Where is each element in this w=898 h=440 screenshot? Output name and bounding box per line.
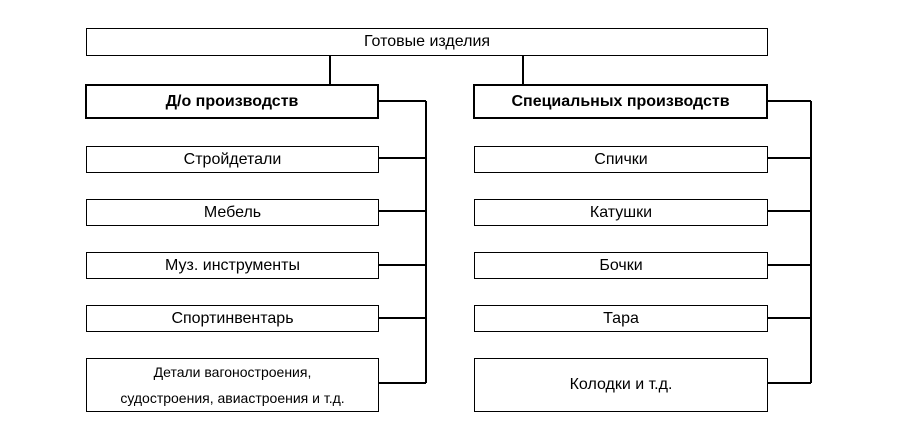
right-item-node: Бочки [474,252,768,279]
left-item-label: Мебель [203,203,262,221]
right-item-label: Тара [603,309,639,327]
right-item-label: Катушки [589,203,653,221]
right-item-node: Спички [474,146,768,173]
right-item-label: Спички [594,150,648,168]
left-header-label: Д/о производств [165,92,299,110]
left-item-node: Стройдетали [86,146,379,173]
right-header-label: Специальных производств [511,92,730,110]
right-item-label: Бочки [599,256,643,274]
left-item-label: Муз. инструменты [165,256,300,274]
left-header-node: Д/о производств [85,84,379,119]
left-item-label: Стройдетали [183,150,282,168]
left-item-label-line2: судостроения, авиастроения и т.д. [120,390,345,406]
left-item-label-line1: Детали вагоностроения, [153,364,312,380]
left-item-label: Спортинвентарь [171,309,294,327]
right-header-node: Специальных производств [473,84,768,119]
right-item-node: Тара [474,305,768,332]
left-item-node: Мебель [86,199,379,226]
right-item-node: Колодки и т.д. [474,358,768,412]
left-item-node: Спортинвентарь [86,305,379,332]
right-item-label: Колодки и т.д. [569,376,673,394]
left-item-node: Детали вагоностроения, судостроения, ави… [86,358,379,412]
right-item-node: Катушки [474,199,768,226]
root-node: Готовые изделия [86,28,768,56]
left-item-node: Муз. инструменты [86,252,379,279]
root-node-label: Готовые изделия [363,33,491,51]
